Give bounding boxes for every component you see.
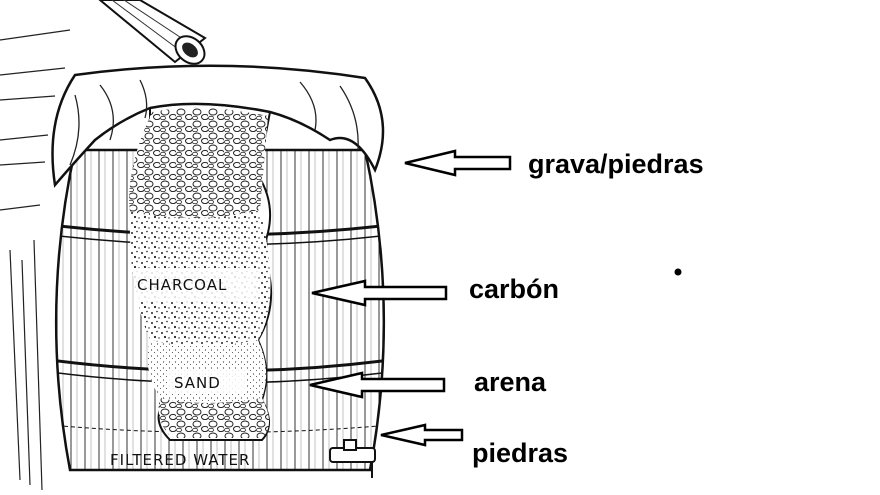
label-stones: piedras — [472, 438, 569, 468]
tap-icon — [329, 439, 376, 478]
stray-dot — [674, 268, 682, 276]
arrow-charcoal-icon — [311, 279, 448, 307]
barrel-cutaway — [129, 102, 272, 441]
pipe — [98, 0, 207, 65]
barrel-text-sand: SAND — [174, 374, 221, 392]
barrel: CHARCOAL SAND FILTERED WATER — [51, 64, 386, 478]
label-gravel: grava/piedras — [528, 149, 704, 179]
label-charcoal: carbón — [469, 274, 560, 304]
cloth-cover — [51, 64, 385, 188]
label-arrows — [309, 149, 512, 447]
arrow-stones-icon — [380, 423, 464, 447]
arrow-gravel-icon — [404, 149, 512, 177]
arrow-sand-icon — [309, 371, 446, 399]
barrel-text-filtered-water: FILTERED WATER — [110, 451, 250, 469]
barrel-text-charcoal: CHARCOAL — [137, 276, 227, 294]
wall-lines — [0, 29, 71, 491]
label-sand: arena — [474, 367, 547, 397]
